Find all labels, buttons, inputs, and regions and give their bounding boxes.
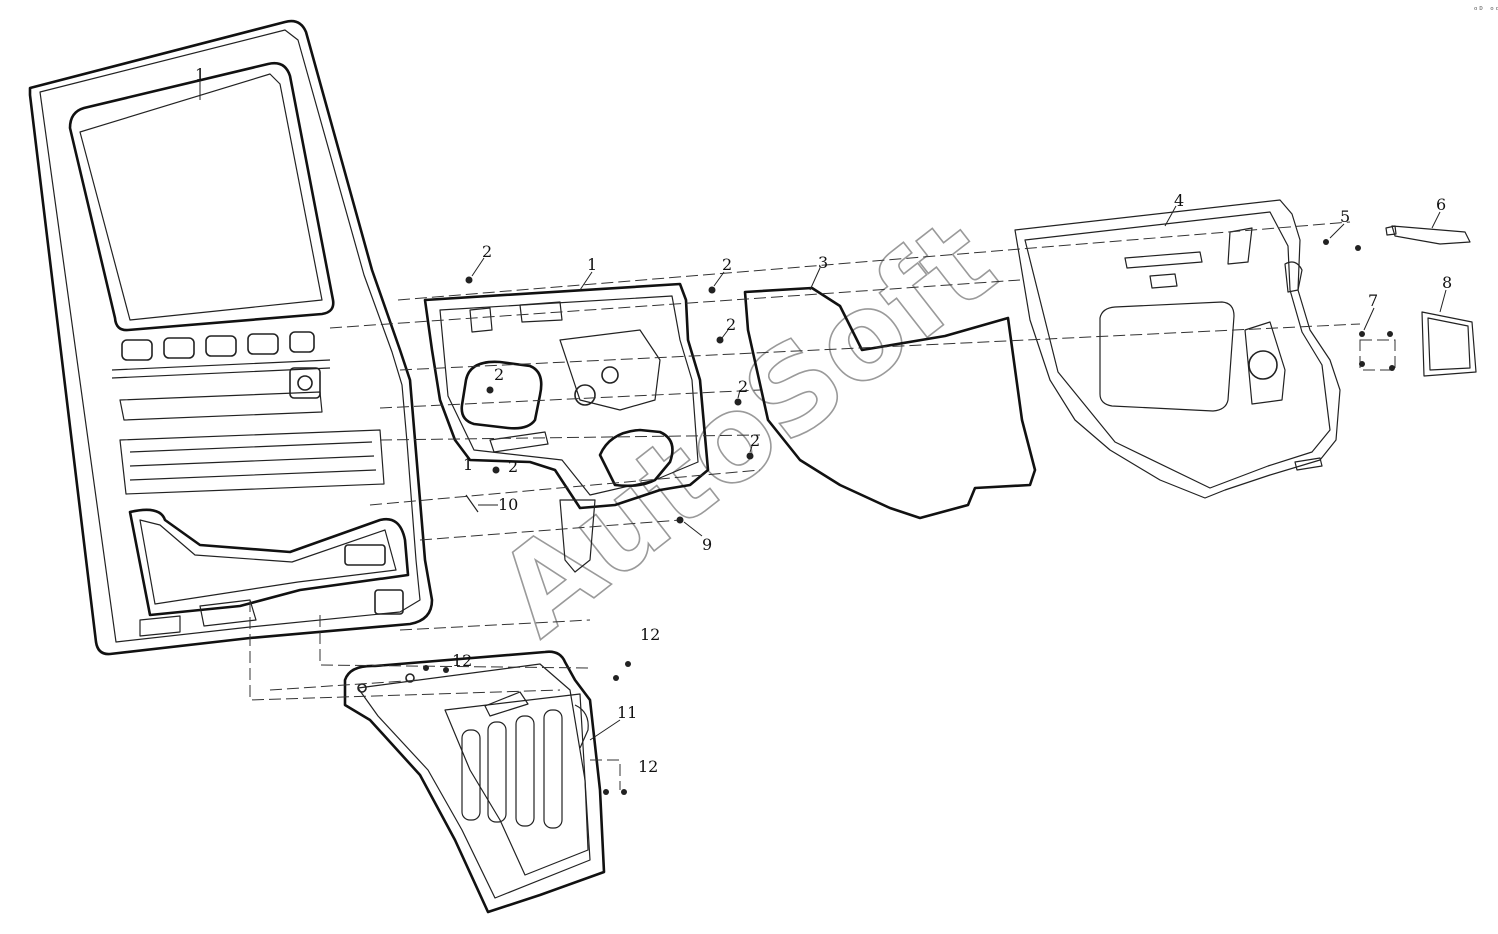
door-frame	[28, 19, 434, 656]
frame-hole	[205, 335, 237, 357]
frame-hole	[247, 333, 279, 355]
callout-2-e: 2	[750, 431, 760, 450]
watermark: AutoSoft	[472, 192, 1019, 662]
callout-12-a: 12	[452, 651, 472, 670]
frame-hole	[121, 339, 153, 361]
callout-2-d: 2	[738, 377, 748, 396]
callout-12-c: 12	[638, 757, 658, 776]
callout-2-g: 2	[508, 457, 518, 476]
callout-11-step-cover: 11	[617, 703, 637, 722]
frame-hole	[344, 544, 386, 566]
handle-trim	[1385, 225, 1471, 245]
callout-8-switch-cover: 8	[1442, 273, 1452, 292]
callout-4-trim-panel: 4	[1174, 191, 1184, 210]
switch-cover	[1421, 311, 1477, 377]
lower-step-cover	[343, 650, 606, 914]
callout-2-a: 2	[482, 242, 492, 261]
inner-reinforcement-panel	[423, 282, 710, 573]
frame-latch-bolt	[297, 375, 313, 391]
callout-2-f: 2	[494, 365, 504, 384]
alignment-lines	[249, 221, 1396, 790]
callout-labels: 1 1 1 2 2 2 2 2 2 2 3 4 5 6 7 8 9 10 11 …	[195, 65, 1452, 776]
leader-lines	[199, 80, 1447, 741]
callout-10: 10	[498, 495, 518, 514]
corner-mark: ᵒᴰ ᵒᵒᵒ	[1473, 6, 1498, 16]
frame-latch-hole	[289, 367, 321, 399]
callout-3-sealing-film: 3	[818, 253, 828, 272]
callout-1-inner-panel: 1	[587, 255, 597, 274]
frame-hole	[374, 589, 404, 615]
frame-hole	[163, 337, 195, 359]
callout-2-b: 2	[722, 255, 732, 274]
frame-hole	[289, 331, 315, 353]
callout-12-b: 12	[640, 625, 660, 644]
callout-7: 7	[1368, 291, 1378, 310]
callout-2-c: 2	[726, 315, 736, 334]
callout-1-small: 1	[463, 455, 473, 474]
callout-9: 9	[702, 535, 712, 554]
callout-1-door-frame: 1	[195, 65, 205, 84]
sealing-film	[743, 286, 1037, 520]
callout-5: 5	[1340, 207, 1350, 226]
fasteners	[423, 239, 1395, 795]
door-trim-panel	[1014, 199, 1341, 499]
callout-6-handle-trim: 6	[1436, 195, 1446, 214]
